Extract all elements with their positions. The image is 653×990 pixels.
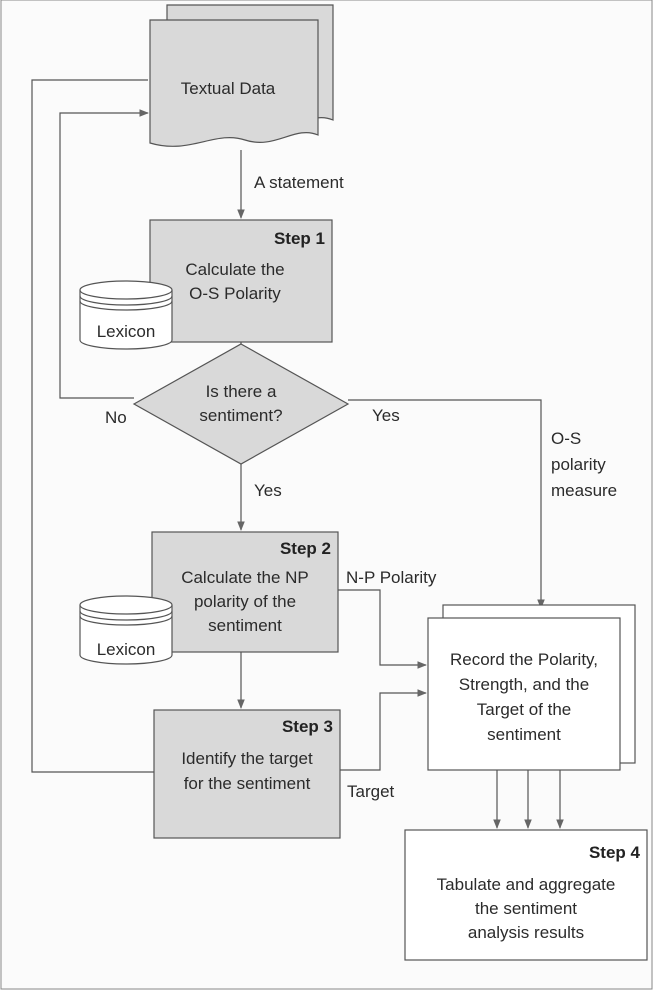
step3-title: Step 3 [282,717,333,736]
os-measure-line-2: polarity [551,455,606,474]
arrow-yes-os-measure [348,399,545,609]
step4-title: Step 4 [589,843,641,862]
record-line-4: sentiment [487,725,561,744]
step4-line-2: the sentiment [475,899,577,918]
step3-line-1: Identify the target [181,749,313,768]
step1-line-1: Calculate the [185,260,284,279]
decision-line-1: Is there a [206,382,277,401]
step4-line-1: Tabulate and aggregate [437,875,616,894]
step2-title: Step 2 [280,539,331,558]
arrow-no-loop [59,109,149,399]
textual-data-document: Textual Data [149,4,334,147]
step3-box: Step 3 Identify the target for the senti… [153,709,341,839]
edge-label-np-polarity: N-P Polarity [346,568,437,587]
step1-line-2: O-S Polarity [189,284,281,303]
decision-line-2: sentiment? [199,406,282,425]
decision-diamond: Is there a sentiment? [132,343,350,465]
edge-label-yes-down: Yes [254,481,282,500]
os-measure-line-1: O-S [551,429,581,448]
arrow-step3-loop [31,79,154,773]
step4-line-3: analysis results [468,923,584,942]
os-measure-line-3: measure [551,481,617,500]
lexicon1-database-icon: Lexicon [79,280,173,350]
step1-box: Step 1 Calculate the O-S Polarity [149,219,333,343]
step2-line-2: polarity of the [194,592,296,611]
record-box: Record the Polarity, Strength, and the T… [427,604,636,771]
edge-label-no: No [105,408,127,427]
lexicon2-label: Lexicon [97,640,156,659]
edge-label-yes-right: Yes [372,406,400,425]
arrow-target [340,689,427,771]
lexicon2-database-icon: Lexicon [79,595,173,665]
step2-line-3: sentiment [208,616,282,635]
record-line-2: Strength, and the [459,675,589,694]
step2-line-1: Calculate the NP [181,568,309,587]
lexicon1-label: Lexicon [97,322,156,341]
record-line-3: Target of the [477,700,572,719]
step1-title: Step 1 [274,229,325,248]
edge-label-target: Target [347,782,395,801]
step4-box: Step 4 Tabulate and aggregate the sentim… [404,829,648,961]
step2-box: Step 2 Calculate the NP polarity of the … [151,531,339,653]
textual-data-label: Textual Data [181,79,276,98]
arrow-np-polarity [338,589,427,669]
step3-line-2: for the sentiment [184,774,311,793]
edge-label-statement: A statement [254,173,344,192]
record-line-1: Record the Polarity, [450,650,598,669]
